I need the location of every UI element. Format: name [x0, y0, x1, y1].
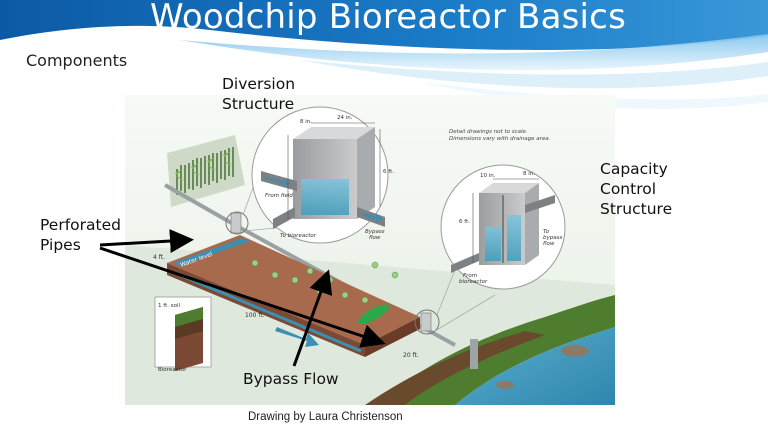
bed-depth-label: 4 ft. [153, 254, 165, 261]
capacity-length-label: 8 in. [523, 171, 535, 177]
bypass-flow-callout: Bypass Flow [243, 370, 339, 388]
river-rock [561, 345, 589, 357]
perforated-pipes-callout: Perforated Pipes [40, 215, 121, 255]
capacity-callout-circle [414, 309, 440, 335]
diversion-structure-box [230, 212, 242, 234]
capacity-callout-line-3: Structure [600, 200, 673, 218]
river-rock [496, 381, 514, 389]
diversion-detail [251, 106, 389, 244]
note-line-1: Detail drawings not to scale. [449, 129, 528, 135]
diversion-callout-line-1: Diversion [222, 75, 296, 93]
from-field-label: From field [265, 193, 293, 199]
diversion-height-label: 6 ft. [383, 169, 394, 175]
capacity-callout-line-2: Control [600, 180, 657, 198]
capacity-detail [440, 164, 566, 290]
capacity-control-box [420, 312, 432, 332]
to-bypass-label-1: To [543, 229, 550, 235]
capacity-control-callout: Capacity Control Structure [600, 159, 672, 219]
capacity-width-label: 10 in. [480, 173, 496, 179]
bypass-flow-label-2: flow [369, 235, 381, 241]
from-bioreactor-label-1: From [463, 273, 477, 279]
drawing-credit: Drawing by Laura Christenson [248, 411, 403, 423]
bioreactor-inset-label: Bioreactor [158, 367, 187, 373]
outlet-pipe [470, 339, 478, 369]
capacity-callout-line-1: Capacity [600, 160, 668, 178]
to-bypass-label-3: flow [543, 241, 555, 247]
perforated-callout-line-1: Perforated [40, 216, 121, 234]
to-bioreactor-label: To bioreactor [280, 233, 317, 239]
capacity-height-label: 6 ft. [459, 219, 470, 225]
slide-title: Woodchip Bioreactor Basics [150, 0, 626, 37]
diversion-callout-line-2: Structure [222, 95, 295, 113]
note-line-2: Dimensions vary with drainage area. [449, 136, 551, 142]
from-bioreactor-label-2: bioreactor [459, 279, 488, 285]
bypass-flow-label-1: Bypass [365, 229, 385, 235]
diversion-width-label: 8 in. [300, 119, 312, 125]
perforated-callout-line-2: Pipes [40, 236, 81, 254]
diversion-callout-circle [225, 211, 249, 235]
section-label: Components [26, 51, 128, 70]
diversion-structure-callout: Diversion Structure [222, 74, 295, 114]
bioreactor-diagram: Water level 4 ft. 100 ft. 20 ft. 1 f [125, 95, 615, 405]
river-bank-soil [365, 331, 545, 405]
bed-width-label: 20 ft. [403, 352, 419, 359]
to-bypass-label-2: bypass [543, 235, 562, 241]
diversion-length-label: 24 in. [337, 115, 353, 121]
title-banner [0, 0, 768, 109]
corn-field [167, 135, 245, 207]
soil-cap-label: 1 ft. soil [158, 303, 180, 309]
bed-length-label: 100 ft. [245, 312, 265, 319]
